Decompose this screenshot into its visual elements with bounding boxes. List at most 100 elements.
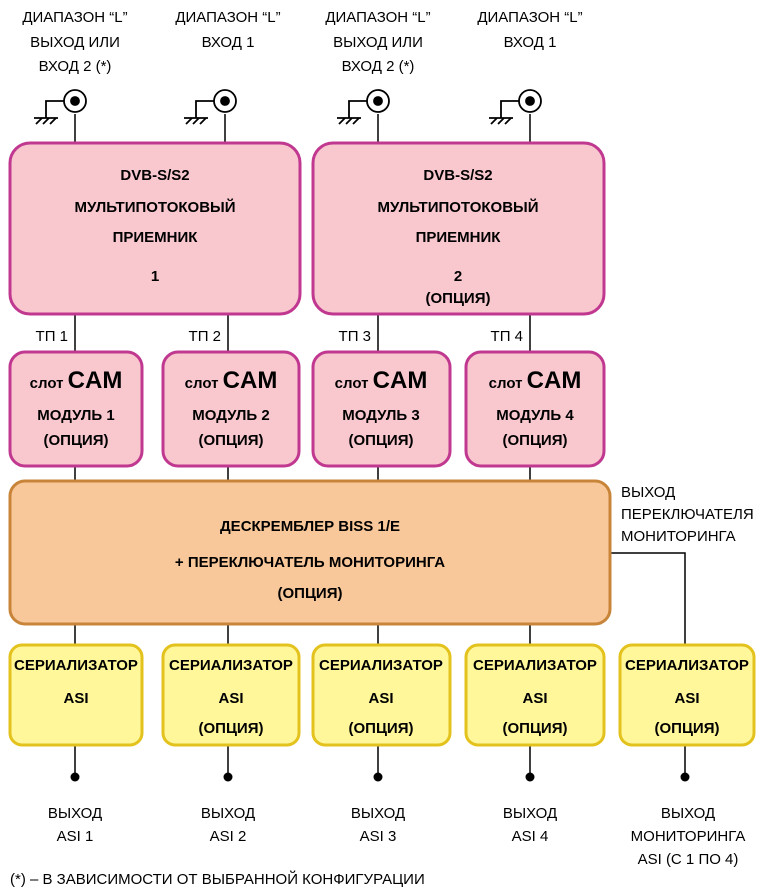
cam-option-label: (ОПЦИЯ)	[199, 432, 264, 449]
output-label-4: ВЫХОД ASI 4	[503, 805, 557, 845]
serializer-name: ASI	[63, 690, 88, 707]
output-label-line: ВЫХОД	[201, 805, 255, 822]
output-terminals	[70, 772, 690, 782]
receiver-type: МУЛЬТИПОТОКОВЫЙ	[377, 198, 538, 216]
receiver-type: МУЛЬТИПОТОКОВЫЙ	[74, 198, 235, 216]
stream-label-4: ТП 4	[491, 328, 523, 345]
input-label-line: ДИАПАЗОН “L”	[22, 9, 127, 26]
coax-connector-icon	[489, 89, 542, 125]
input-label-line: ДИАПАЗОН “L”	[325, 9, 430, 26]
serializer-option: (ОПЦИЯ)	[349, 720, 414, 737]
serializer-2: СЕРИАЛИЗАТОР ASI (ОПЦИЯ)	[161, 643, 301, 747]
cam-option-label: (ОПЦИЯ)	[44, 432, 109, 449]
output-terminal-1	[70, 772, 80, 782]
descrambler-subtitle: + ПЕРЕКЛЮЧАТЕЛЬ МОНИТОРИНГА	[175, 554, 445, 571]
receiver-2: DVB-S/S2 МУЛЬТИПОТОКОВЫЙ ПРИЕМНИК 2 (ОПЦ…	[311, 141, 606, 316]
cam-module-label: МОДУЛЬ 3	[342, 407, 419, 424]
output-label-3: ВЫХОД ASI 3	[351, 805, 405, 845]
output-label-line: ВЫХОД	[48, 805, 102, 822]
serializer-5: СЕРИАЛИЗАТОР ASI (ОПЦИЯ)	[618, 643, 756, 747]
cam-slot-3: слот CAM МОДУЛЬ 3 (ОПЦИЯ)	[311, 350, 452, 468]
serializer-option: (ОПЦИЯ)	[503, 720, 568, 737]
receiver-option: (ОПЦИЯ)	[426, 290, 491, 307]
svg-text:слот CAM: слот CAM	[185, 367, 278, 394]
connectors	[74, 114, 686, 775]
monitor-switch-output-line: ПЕРЕКЛЮЧАТЕЛЯ	[621, 506, 754, 523]
output-terminal-2	[223, 772, 233, 782]
output-label-line: ASI 3	[360, 828, 397, 845]
receiver-title: DVB-S/S2	[120, 167, 189, 184]
input-label-4: ДИАПАЗОН “L” ВХОД 1	[477, 9, 582, 51]
serializer-name: ASI	[368, 690, 393, 707]
descrambler-block: ДЕСКРЕМБЛЕР BISS 1/E + ПЕРЕКЛЮЧАТЕЛЬ МОН…	[8, 479, 612, 626]
stream-label-1: ТП 1	[36, 328, 68, 345]
serializer-4: СЕРИАЛИЗАТОР ASI (ОПЦИЯ)	[464, 643, 606, 747]
output-terminal-3	[373, 772, 383, 782]
receiver-number: 1	[151, 268, 159, 285]
rf-input-jacks	[34, 89, 542, 125]
serializer-title: СЕРИАЛИЗАТОР	[473, 657, 597, 674]
input-label-1: ДИАПАЗОН “L” ВЫХОД ИЛИ ВХОД 2 (*)	[22, 9, 127, 75]
cam-slot-prefix: слот	[185, 375, 219, 392]
output-label-line: ВЫХОД	[661, 805, 715, 822]
output-label-line: ВЫХОД	[503, 805, 557, 822]
cam-slot-4: слот CAM МОДУЛЬ 4 (ОПЦИЯ)	[464, 350, 606, 468]
cam-slot-prefix: слот	[335, 375, 369, 392]
serializer-name: ASI	[522, 690, 547, 707]
input-label-line: ВХОД 1	[202, 34, 255, 51]
cam-module-label: МОДУЛЬ 1	[37, 407, 114, 424]
cam-slot-prefix: слот	[489, 375, 523, 392]
serializer-title: СЕРИАЛИЗАТОР	[319, 657, 443, 674]
svg-text:слот CAM: слот CAM	[30, 367, 123, 394]
cam-option-label: (ОПЦИЯ)	[503, 432, 568, 449]
serializer-name: ASI	[218, 690, 243, 707]
output-terminal-4	[525, 772, 535, 782]
receiver-subtype: ПРИЕМНИК	[416, 229, 502, 246]
output-terminal-monitoring	[680, 772, 690, 782]
output-label-monitoring: ВЫХОД МОНИТОРИНГА ASI (С 1 ПО 4)	[631, 805, 746, 868]
input-label-2: ДИАПАЗОН “L” ВХОД 1	[175, 9, 280, 51]
cam-slot-prefix: слот	[30, 375, 64, 392]
coax-connector-icon	[337, 89, 390, 125]
cam-slot-name: CAM	[68, 367, 123, 394]
cam-slot-name: CAM	[223, 367, 278, 394]
cam-module-label: МОДУЛЬ 2	[192, 407, 269, 424]
stream-label-2: ТП 2	[189, 328, 221, 345]
serializer-title: СЕРИАЛИЗАТОР	[14, 657, 138, 674]
footnote: (*) – В ЗАВИСИМОСТИ ОТ ВЫБРАННОЙ КОНФИГУ…	[10, 870, 425, 888]
output-label-line: ВЫХОД	[351, 805, 405, 822]
descrambler-option: (ОПЦИЯ)	[278, 585, 343, 602]
input-label-line: ДИАПАЗОН “L”	[477, 9, 582, 26]
receiver-subtype: ПРИЕМНИК	[113, 229, 199, 246]
serializer-option: (ОПЦИЯ)	[199, 720, 264, 737]
monitor-switch-output-line: МОНИТОРИНГА	[621, 528, 736, 545]
coax-connector-icon	[184, 89, 237, 125]
serializer-name: ASI	[674, 690, 699, 707]
input-label-line: ВЫХОД ИЛИ	[30, 34, 120, 51]
serializer-title: СЕРИАЛИЗАТОР	[169, 657, 293, 674]
cam-module-label: МОДУЛЬ 4	[496, 407, 574, 424]
output-label-line: ASI (С 1 ПО 4)	[638, 851, 739, 868]
cam-option-label: (ОПЦИЯ)	[349, 432, 414, 449]
coax-connector-icon	[34, 89, 87, 125]
stream-label-3: ТП 3	[339, 328, 371, 345]
serializer-title: СЕРИАЛИЗАТОР	[625, 657, 749, 674]
input-label-line: ВХОД 2 (*)	[342, 58, 415, 75]
input-label-3: ДИАПАЗОН “L” ВЫХОД ИЛИ ВХОД 2 (*)	[325, 9, 430, 75]
descrambler-title: ДЕСКРЕМБЛЕР BISS 1/E	[220, 518, 400, 535]
input-label-line: ВХОД 2 (*)	[39, 58, 112, 75]
output-label-2: ВЫХОД ASI 2	[201, 805, 255, 845]
svg-text:слот CAM: слот CAM	[335, 367, 428, 394]
serializer-option: (ОПЦИЯ)	[655, 720, 720, 737]
input-label-line: ДИАПАЗОН “L”	[175, 9, 280, 26]
monitor-switch-output-label: ВЫХОД ПЕРЕКЛЮЧАТЕЛЯ МОНИТОРИНГА	[621, 484, 754, 545]
receiver-1: DVB-S/S2 МУЛЬТИПОТОКОВЫЙ ПРИЕМНИК 1	[8, 141, 302, 316]
monitor-switch-output-line: ВЫХОД	[621, 484, 675, 501]
output-label-line: МОНИТОРИНГА	[631, 828, 746, 845]
cam-slot-name: CAM	[527, 367, 582, 394]
input-label-line: ВХОД 1	[504, 34, 557, 51]
cam-slot-2: слот CAM МОДУЛЬ 2 (ОПЦИЯ)	[161, 350, 301, 468]
serializer-1: СЕРИАЛИЗАТОР ASI	[8, 643, 144, 747]
output-label-line: ASI 4	[512, 828, 549, 845]
